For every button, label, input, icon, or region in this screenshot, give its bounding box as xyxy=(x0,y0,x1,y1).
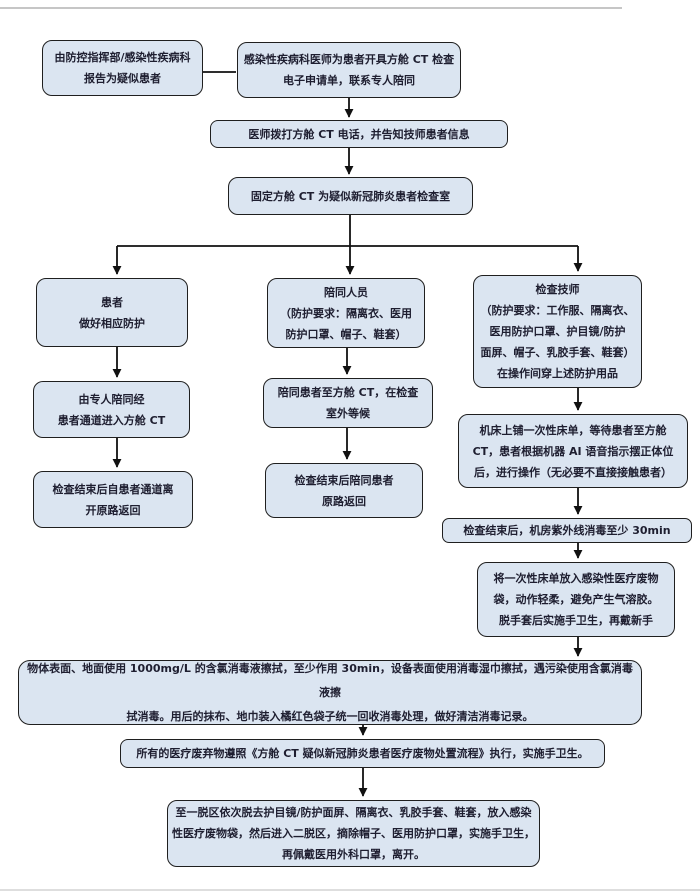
flow-node-text-line: 机床上铺一次性床单，等待患者至方舱 xyxy=(479,423,667,437)
flow-node-text-line: 患者通道进入方舱 CT xyxy=(57,413,166,427)
flow-node-technician-operate: 机床上铺一次性床单，等待患者至方舱 CT，患者根据机器 AI 语音指示摆正体位后，… xyxy=(458,414,688,488)
flow-node-report-suspected: 由防控指挥部/感染性疾病科报告为疑似患者 xyxy=(42,40,203,96)
flow-node-patient-return: 检查结束后自患者通道离开原路返回 xyxy=(33,471,193,528)
flow-node-text-line: 做好相应防护 xyxy=(79,316,145,330)
flow-node-escort-wait: 陪同患者至方舱 CT，在检查室外等候 xyxy=(263,378,433,428)
flow-node-text-line: 所有的医疗废弃物遵照《方舱 CT 疑似新冠肺炎患者医疗废物处置流程》执行，实施手… xyxy=(136,747,589,760)
flow-node-text-line: 原路返回 xyxy=(322,494,366,508)
flow-node-text-line: 检查技师 xyxy=(535,283,580,296)
flow-node-text-line: 由专人陪同经 xyxy=(78,392,145,406)
flow-node-text-line: 报告为疑似患者 xyxy=(84,72,161,85)
flow-node-uv-disinfect: 检查结束后，机房紫外线消毒至少 30min xyxy=(442,518,692,543)
flow-node-text-line: 检查结束后，机房紫外线消毒至少 30min xyxy=(463,524,671,537)
flow-node-escort-return: 检查结束后陪同患者原路返回 xyxy=(265,463,423,518)
flow-node-text-line: 将一次性床单放入感染性医疗废物 xyxy=(493,572,659,585)
flow-node-text-line: 后，进行操作（无必要不直接接触患者） xyxy=(474,465,672,479)
flow-node-text-line: 患者 xyxy=(101,295,123,309)
flow-node-sheet-disposal: 将一次性床单放入感染性医疗废物袋，动作轻柔，避免产生气溶胶。脱手套后实施手卫生，… xyxy=(477,562,675,637)
flow-node-text-line: 物体表面、地面使用 1000mg/L 的含氯消毒液擦拭，至少作用 30min，设… xyxy=(27,661,633,699)
flow-node-text-line: 开原路返回 xyxy=(85,503,141,517)
flow-node-text-line: 医师拨打方舱 CT 电话，并告知技师患者信息 xyxy=(248,127,470,141)
flow-node-text-line: 面屏、帽子、乳胶手套、鞋套） xyxy=(480,346,635,359)
flow-node-text-line: 陪同患者至方舱 CT，在检查 xyxy=(277,386,419,399)
flow-node-text-line: CT，患者根据机器 AI 语音指示摆正体位 xyxy=(472,444,674,458)
flow-node-patient-enter: 由专人陪同经患者通道进入方舱 CT xyxy=(33,381,190,438)
flow-node-medical-waste: 所有的医疗废弃物遵照《方舱 CT 疑似新冠肺炎患者医疗废物处置流程》执行，实施手… xyxy=(120,739,605,768)
flow-node-patient-protection: 患者做好相应防护 xyxy=(36,278,188,347)
flow-node-text-line: 在操作间穿上述防护用品 xyxy=(497,367,618,380)
flow-node-text-line: 拭消毒。用后的抹布、地巾装入橘红色袋子统一回收消毒处理，做好清洁消毒记录。 xyxy=(126,709,534,723)
flow-node-text-line: 感染性疾病科医师为患者开具方舱 CT 检查 xyxy=(243,53,455,66)
flow-node-text-line: 固定方舱 CT 为疑似新冠肺炎患者检查室 xyxy=(250,189,451,203)
flow-node-text-line: 检查结束后自患者通道离 xyxy=(52,482,174,496)
flow-node-text-line: （防护要求：隔离衣、医用 xyxy=(280,306,412,320)
flow-node-text-line: 性医疗废物袋，然后进入二脱区，摘除帽子、医用防护口罩，实施手卫生， xyxy=(172,827,535,840)
flow-node-text-line: 防护口罩、帽子、鞋套） xyxy=(285,327,407,341)
flow-node-text-line: 电子申请单，联系专人陪同 xyxy=(283,74,415,87)
flow-node-text-line: 由防控指挥部/感染性疾病科 xyxy=(54,51,191,64)
flow-node-text-line: 脱手套后实施手卫生，再戴新手 xyxy=(499,614,653,627)
flow-node-ct-order: 感染性疾病科医师为患者开具方舱 CT 检查电子申请单，联系专人陪同 xyxy=(237,42,461,98)
flow-node-text-line: 室外等候 xyxy=(326,407,370,420)
flow-node-text-line: （防护要求：工作服、隔离衣、 xyxy=(480,304,635,317)
flow-node-surface-disinfection: 物体表面、地面使用 1000mg/L 的含氯消毒液擦拭，至少作用 30min，设… xyxy=(18,660,642,725)
flow-node-text-line: 再佩戴医用外科口罩，离开。 xyxy=(282,848,425,861)
flow-node-technician-ppe: 检查技师 （防护要求：工作服、隔离衣、医用防护口罩、护目镜/防护面屏、帽子、乳胶手… xyxy=(473,275,642,388)
flow-node-text-line: 至一脱区依次脱去护目镜/防护面屏、隔离衣、乳胶手套、鞋套，放入感染 xyxy=(175,806,532,819)
flow-node-call-technician: 医师拨打方舱 CT 电话，并告知技师患者信息 xyxy=(210,120,508,148)
flow-node-doffing-area: 至一脱区依次脱去护目镜/防护面屏、隔离衣、乳胶手套、鞋套，放入感染性医疗废物袋，… xyxy=(167,800,540,867)
flow-node-fix-ct-room: 固定方舱 CT 为疑似新冠肺炎患者检查室 xyxy=(228,177,473,215)
flow-node-text-line: 袋，动作轻柔，避免产生气溶胶。 xyxy=(493,593,659,606)
flow-node-text-line: 检查结束后陪同患者 xyxy=(294,473,394,487)
flow-node-escort-requirements: 陪同人员 （防护要求：隔离衣、医用防护口罩、帽子、鞋套） xyxy=(267,278,425,348)
flow-node-text-line: 医用防护口罩、护目镜/防护 xyxy=(489,325,626,338)
flow-node-text-line: 陪同人员 xyxy=(324,285,368,299)
